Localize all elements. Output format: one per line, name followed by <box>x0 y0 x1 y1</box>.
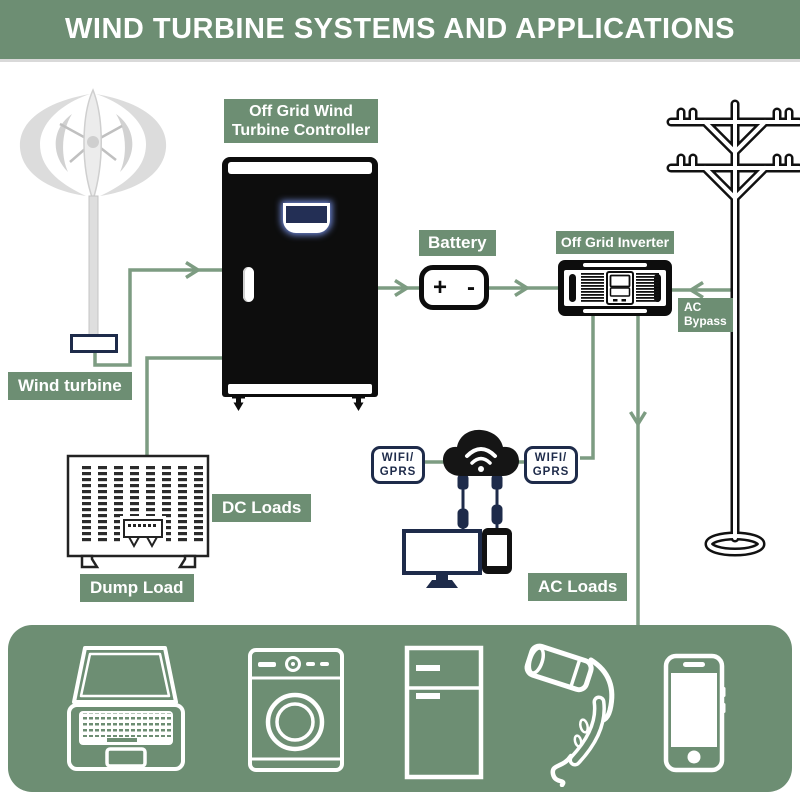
controller-bottom-strip <box>228 384 372 394</box>
turbine-base-box <box>70 334 118 353</box>
controller-feet <box>232 395 365 411</box>
page-title: WIND TURBINE SYSTEMS AND APPLICATIONS <box>65 13 735 45</box>
controller-label: Off Grid Wind Turbine Controller <box>224 99 378 144</box>
controller-door-handle <box>243 267 254 302</box>
ac-bypass-label: AC Bypass <box>678 298 733 332</box>
smartphone-cable-icon <box>482 528 512 574</box>
wifi-gprs-right-badge: WIFI/ GPRS <box>524 446 578 484</box>
wifi-gprs-left-badge: WIFI/ GPRS <box>371 446 425 484</box>
appliances-banner <box>8 625 792 792</box>
wind-turbine-icon <box>19 88 167 337</box>
washing-machine-icon <box>248 648 344 772</box>
monitor-icon <box>402 529 482 588</box>
wind-turbine-label: Wind turbine <box>8 372 132 401</box>
battery-minus-terminal: - <box>467 273 475 301</box>
battery-label: Battery <box>419 230 496 257</box>
refrigerator-icon <box>404 645 484 780</box>
hair-dryer-icon <box>524 643 615 787</box>
inverter-icon <box>558 260 672 316</box>
controller-body <box>222 157 378 397</box>
inverter-label: Off Grid Inverter <box>556 231 674 254</box>
battery-plus-terminal: + <box>433 273 448 301</box>
dc-loads-label: DC Loads <box>212 494 312 523</box>
battery-icon: + - <box>419 265 489 310</box>
smartphone-icon <box>663 653 726 773</box>
controller-display <box>283 203 330 233</box>
utility-pole-icon <box>666 99 800 557</box>
cloud-cables <box>457 474 503 532</box>
dump-load-icon <box>66 454 210 569</box>
ac-loads-label: AC Loads <box>528 573 628 602</box>
controller-cabinet <box>222 157 378 414</box>
laptop-icon <box>67 646 185 771</box>
controller-top-strip <box>228 162 372 174</box>
cloud-wifi-icon <box>443 429 519 476</box>
title-banner: WIND TURBINE SYSTEMS AND APPLICATIONS <box>0 0 800 62</box>
dump-load-label: Dump Load <box>80 574 194 603</box>
